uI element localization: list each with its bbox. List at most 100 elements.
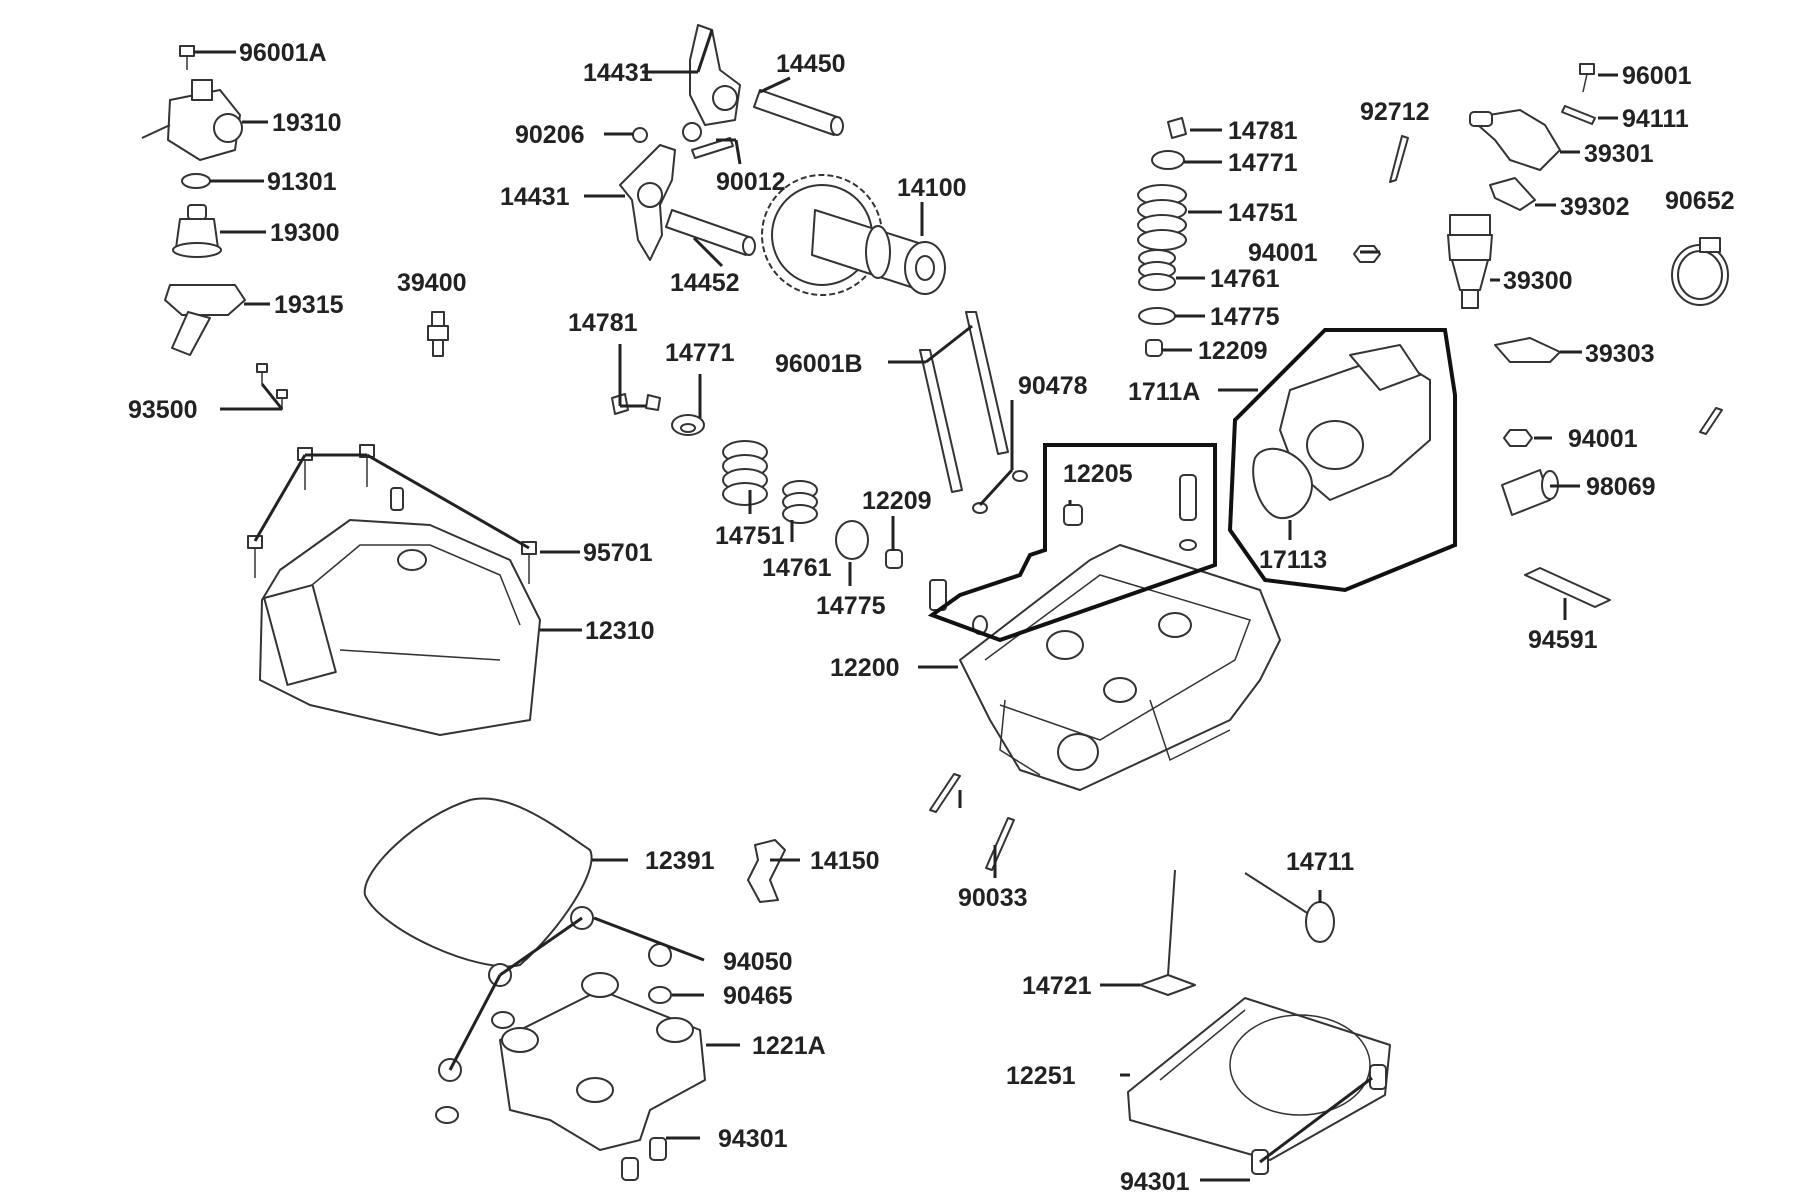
part-seal-12209-right <box>1145 339 1163 357</box>
part-stud-92712 <box>1389 135 1409 183</box>
part-pin-90012 <box>691 137 734 159</box>
label-14450: 14450 <box>776 50 846 78</box>
label-94050: 94050 <box>723 948 793 976</box>
label-98069: 98069 <box>1586 473 1656 501</box>
part-gasket-94591 <box>1524 567 1611 608</box>
part-rocker-arm-14431-lower <box>619 144 676 261</box>
label-94301-right: 94301 <box>1120 1168 1190 1196</box>
label-14751-right: 14751 <box>1228 199 1298 227</box>
part-nut-94001-b <box>1503 407 1723 447</box>
part-studs-90033 <box>929 773 1015 871</box>
part-bolt-96001A <box>179 45 195 70</box>
label-19315: 19315 <box>274 291 344 319</box>
label-94001-b: 94001 <box>1568 425 1638 453</box>
part-seal-12209-center <box>885 549 903 569</box>
label-19300: 19300 <box>270 219 340 247</box>
part-washer-14775-right <box>1138 307 1176 325</box>
part-nut-90206 <box>632 122 702 143</box>
label-39303: 39303 <box>1585 340 1655 368</box>
label-90206: 90206 <box>515 121 585 149</box>
label-14775-right: 14775 <box>1210 303 1280 331</box>
part-hose-clamp-90652 <box>1671 237 1729 306</box>
label-14781-right: 14781 <box>1228 117 1298 145</box>
part-keepers-14781-right <box>1167 117 1187 139</box>
label-14771-right: 14771 <box>1228 149 1298 177</box>
part-valve-guide-12205 <box>929 474 1197 635</box>
part-oring-91301 <box>181 173 211 189</box>
part-dowels-94301-left <box>621 1137 667 1181</box>
label-14761-center: 14761 <box>762 554 832 582</box>
part-nut-94001-a <box>1353 245 1381 263</box>
label-90465: 90465 <box>723 982 793 1010</box>
label-39400: 39400 <box>397 269 467 297</box>
label-14751-center: 14751 <box>715 522 785 550</box>
label-1221A: 1221A <box>752 1032 826 1060</box>
part-shaft-14450 <box>753 89 844 136</box>
label-14150: 14150 <box>810 847 880 875</box>
part-thermostat-housing-19310 <box>141 79 243 161</box>
part-camshaft-14100 <box>761 174 946 296</box>
label-1711A: 1711A <box>1128 378 1200 406</box>
label-14761-right: 14761 <box>1210 265 1280 293</box>
part-clip-94111 <box>1561 105 1596 125</box>
part-number-labels: 96001A 19310 91301 19300 19315 39400 935… <box>128 39 1735 1196</box>
part-thermostat-19300 <box>172 204 222 258</box>
label-39302: 39302 <box>1560 193 1630 221</box>
label-90478: 90478 <box>1018 372 1088 400</box>
label-94001-a: 94001 <box>1248 239 1318 267</box>
group-outline-intake-manifold <box>1227 328 1457 593</box>
part-sensor-39400 <box>427 311 449 357</box>
part-valve-14711 <box>1244 872 1335 943</box>
label-14431-upper: 14431 <box>583 59 653 87</box>
part-screws-93500 <box>256 363 288 410</box>
label-14431-lower: 14431 <box>500 183 570 211</box>
label-19310: 19310 <box>272 109 342 137</box>
label-94111: 94111 <box>1622 105 1689 133</box>
label-14711: 14711 <box>1286 848 1354 876</box>
part-gasket-17113 <box>1252 448 1313 520</box>
label-17113: 17113 <box>1259 546 1327 574</box>
part-tensioner-14150 <box>747 839 786 903</box>
part-rocker-arm-14431-upper <box>689 24 741 126</box>
label-14771-center: 14771 <box>665 339 735 367</box>
part-cover-19315 <box>164 284 246 356</box>
label-12205: 12205 <box>1063 460 1133 488</box>
part-intake-manifold-1711A <box>1279 344 1431 501</box>
part-injector-39300 <box>1447 214 1493 309</box>
label-90012: 90012 <box>716 168 786 196</box>
label-96001B: 96001B <box>775 350 863 378</box>
part-injector-cap-39301 <box>1469 109 1561 171</box>
label-14781-center: 14781 <box>568 309 638 337</box>
label-12200: 12200 <box>830 654 900 682</box>
label-12391: 12391 <box>645 847 715 875</box>
part-seal-39303 <box>1494 337 1561 363</box>
label-14100: 14100 <box>897 174 967 202</box>
label-12310: 12310 <box>585 617 655 645</box>
label-91301: 91301 <box>267 168 337 196</box>
label-39301: 39301 <box>1584 140 1654 168</box>
part-spring-14761-center <box>782 480 818 524</box>
part-valve-cover-12310 <box>259 519 541 736</box>
label-14721: 14721 <box>1022 972 1092 1000</box>
part-bolt-96001 <box>1579 63 1595 93</box>
part-long-bolts-96001B <box>919 311 1009 493</box>
part-shaft-14452 <box>665 209 756 256</box>
label-14452: 14452 <box>670 269 740 297</box>
part-head-gasket-12251 <box>1127 997 1391 1161</box>
part-rocker-holder-1221A <box>499 972 706 1151</box>
label-12209-right: 12209 <box>1198 337 1268 365</box>
part-spring-14751-center <box>722 440 768 506</box>
part-gasket-12391 <box>363 797 593 968</box>
label-94301-left: 94301 <box>718 1125 788 1153</box>
label-90033: 90033 <box>958 884 1028 912</box>
label-12209-center: 12209 <box>862 487 932 515</box>
label-95701: 95701 <box>583 539 653 567</box>
label-90652: 90652 <box>1665 187 1735 215</box>
label-39300: 39300 <box>1503 267 1573 295</box>
label-94591: 94591 <box>1528 626 1598 654</box>
part-valve-14721 <box>1139 869 1196 996</box>
part-washer-14775-center <box>835 520 869 560</box>
part-washers-90478 <box>972 470 1028 514</box>
part-spring-14751-right <box>1137 184 1187 251</box>
